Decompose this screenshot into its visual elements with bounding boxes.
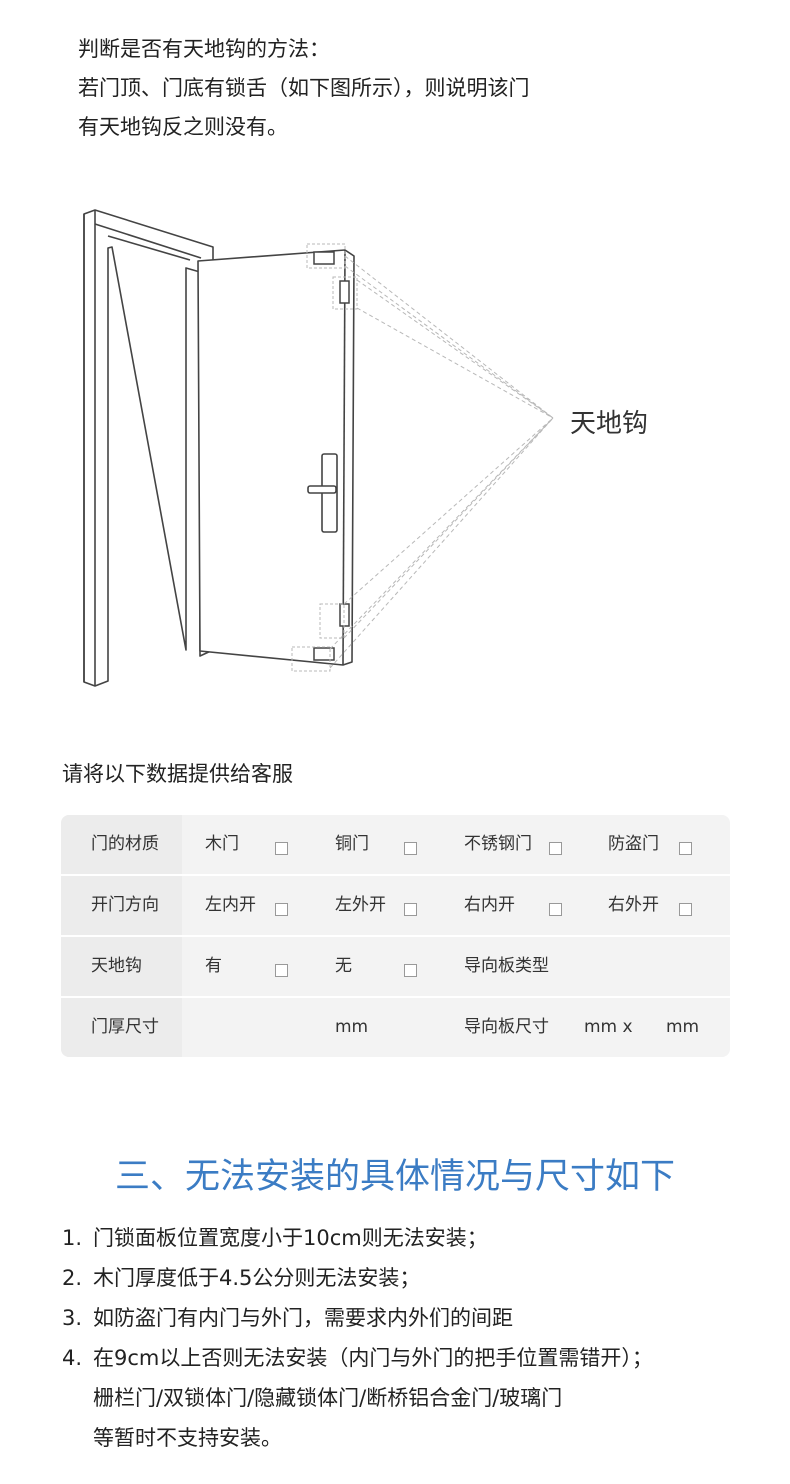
info-table: 门的材质 木门 铜门 不锈钢门 防盗门 开门方向 左内开 左外开 右内开 右外开… [61,815,730,1057]
row-header-hook: 天地钩 [91,956,142,976]
checkbox-right-inward[interactable] [549,903,562,916]
table-row-direction: 开门方向 左内开 左外开 右内开 右外开 [61,876,730,935]
list-number: 1. [62,1226,83,1250]
leader-lines [329,255,554,669]
option-no-hook: 无 [335,956,352,976]
row-header-bg [61,998,182,1057]
intro-line-2: 若门顶、门底有锁舌（如下图所示），则说明该门 [78,76,530,100]
table-row-size: 门厚尺寸 mm 导向板尺寸 mm x mm [61,998,730,1057]
row-header-material: 门的材质 [91,834,159,854]
list-item: 4. 在9cm以上否则无法安装（内门与外门的把手位置需错开）； [62,1338,653,1378]
door-frame [83,209,214,687]
checkbox-copper-door[interactable] [404,842,417,855]
row-divider [61,874,730,876]
rules-list: 1. 门锁面板位置宽度小于10cm则无法安装； 2. 木门厚度低于4.5公分则无法安… [62,1218,653,1458]
table-row-hook: 天地钩 有 无 导向板类型 [61,937,730,996]
list-text: 木门厚度低于4.5公分则无法安装； [93,1266,421,1290]
option-right-inward: 右内开 [464,895,515,915]
list-item: 3. 如防盗门有内门与外门，需要求内外们的间距 [62,1298,653,1338]
option-steel-door: 不锈钢门 [464,834,532,854]
checkbox-right-outward[interactable] [679,903,692,916]
list-text: 如防盗门有内门与外门，需要求内外们的间距 [93,1306,513,1330]
thickness-unit: mm [335,1017,369,1037]
list-item: 1. 门锁面板位置宽度小于10cm则无法安装； [62,1218,653,1258]
checkbox-security-door[interactable] [679,842,692,855]
checkbox-left-outward[interactable] [404,903,417,916]
door-handle-icon [307,453,338,533]
intro-line-3: 有天地钩反之则没有。 [78,115,288,139]
option-wood-door: 木门 [205,834,239,854]
intro-line-1: 判断是否有天地钩的方法： [78,37,330,61]
door-hook-diagram: 天地钩 [83,209,648,687]
row-header-thickness: 门厚尺寸 [91,1017,159,1037]
list-text-continued: 栅栏门/双锁体门/隐藏锁体门/断桥铝合金门/玻璃门 [93,1386,563,1410]
checkbox-steel-door[interactable] [549,842,562,855]
option-copper-door: 铜门 [335,834,369,854]
row-header-bg [61,876,182,935]
option-left-outward: 左外开 [335,895,386,915]
guide-plate-size-label: 导向板尺寸 [464,1017,549,1037]
list-text: 门锁面板位置宽度小于10cm则无法安装； [93,1226,488,1250]
list-text: 在9cm以上否则无法安装（内门与外门的把手位置需错开）； [93,1346,653,1370]
checkbox-no-hook[interactable] [404,964,417,977]
row-header-direction: 开门方向 [91,895,159,915]
list-number: 3. [62,1306,83,1330]
checkbox-wood-door[interactable] [275,842,288,855]
provide-title: 请将以下数据提供给客服 [62,762,293,786]
list-number: 2. [62,1266,83,1290]
checkbox-has-hook[interactable] [275,964,288,977]
guide-plate-type-label: 导向板类型 [464,956,549,976]
intro-text: 判断是否有天地钩的方法： 若门顶、门底有锁舌（如下图所示），则说明该门 有天地钩… [78,30,530,147]
checkbox-left-inward[interactable] [275,903,288,916]
row-header-bg [61,937,182,996]
list-number: 4. [62,1346,83,1370]
table-row-material: 门的材质 木门 铜门 不锈钢门 防盗门 [61,815,730,874]
guide-size-unit-1: mm x [584,1017,633,1037]
option-left-inward: 左内开 [205,895,256,915]
door-leaf [197,249,355,666]
option-security-door: 防盗门 [608,834,659,854]
row-divider [61,935,730,937]
hook-label: 天地钩 [570,409,648,439]
row-header-bg [61,815,182,874]
option-has-hook: 有 [205,956,222,976]
list-item: 2. 木门厚度低于4.5公分则无法安装； [62,1258,653,1298]
list-text-continued: 等暂时不支持安装。 [93,1426,282,1450]
guide-size-unit-2: mm [666,1017,700,1037]
option-right-outward: 右外开 [608,895,659,915]
row-divider [61,996,730,998]
section-title: 三、无法安装的具体情况与尺寸如下 [114,1157,675,1197]
